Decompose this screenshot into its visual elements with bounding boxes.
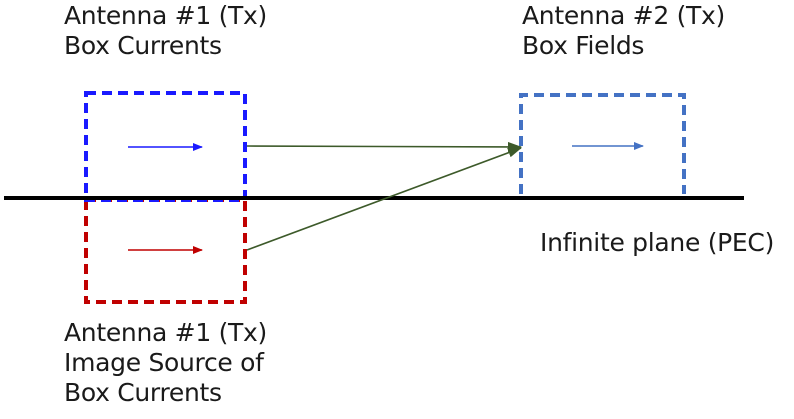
image-source-label-line3: Box Currents — [64, 378, 222, 407]
pec-plane-label: Infinite plane (PEC) — [540, 228, 775, 257]
image-source-box — [84, 198, 247, 304]
antenna1-label-line2: Box Currents — [64, 31, 222, 60]
antenna2-box — [519, 93, 686, 194]
antenna2-label-line1: Antenna #2 (Tx) — [522, 1, 725, 30]
antenna1-label-line1: Antenna #1 (Tx) — [64, 1, 267, 30]
image-source-label: Antenna #1 (Tx) Image Source of Box Curr… — [64, 318, 267, 408]
antenna1-label: Antenna #1 (Tx) Box Currents — [64, 1, 267, 61]
image-source-label-line1: Antenna #1 (Tx) — [64, 318, 267, 347]
direct-ray-arrow — [246, 141, 522, 152]
image-source-label-line2: Image Source of — [64, 348, 264, 377]
image-ray-arrow — [246, 147, 522, 251]
antenna2-label: Antenna #2 (Tx) Box Fields — [522, 1, 725, 61]
antenna2-label-line2: Box Fields — [522, 31, 645, 60]
